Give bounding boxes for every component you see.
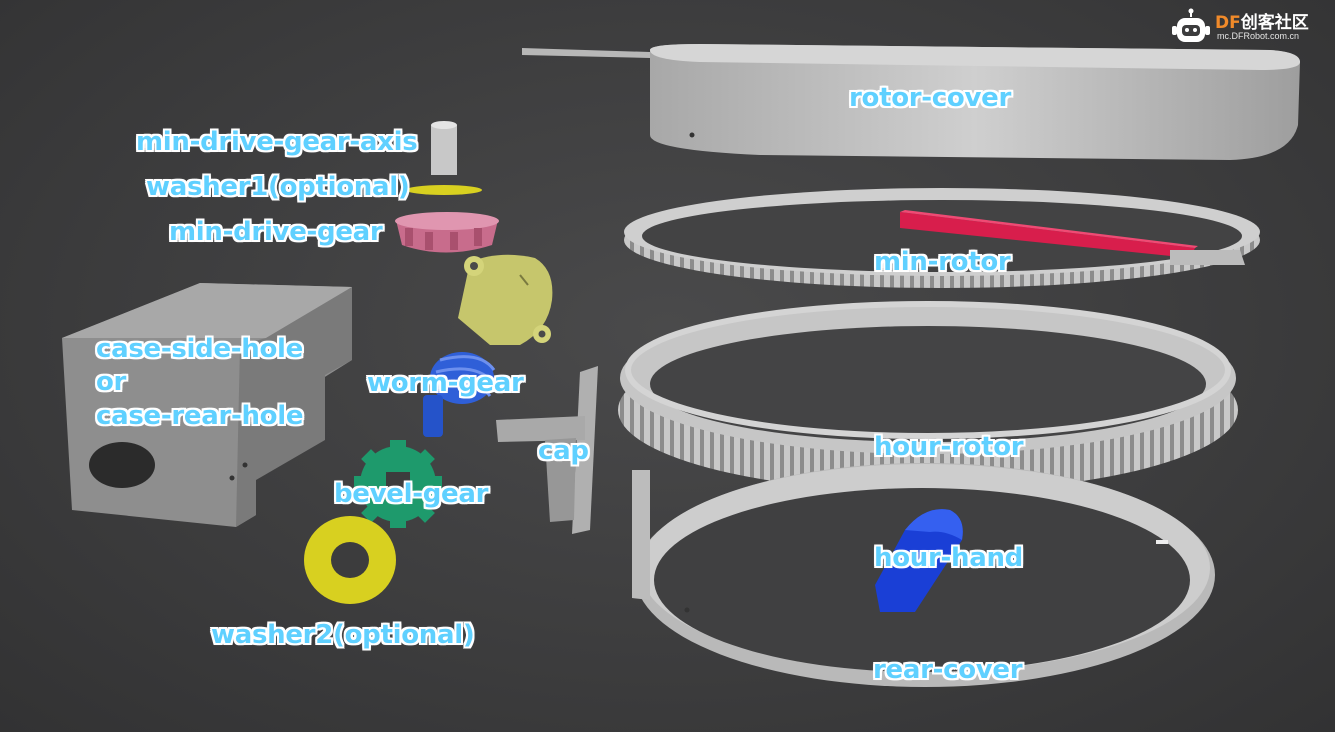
dfrobot-watermark: DF创客社区 mc.DFRobot.com.cn [1171,6,1321,50]
label-worm-gear: worm-gear [367,368,524,398]
rotor-cover-part [522,44,1300,160]
robot-logo-icon [1172,8,1210,42]
label-bevel-gear: bevel-gear [334,479,489,509]
label-rear-cover: rear-cover [873,655,1023,685]
washer1-part [406,185,482,195]
label-washer2: washer2(optional) [211,620,475,650]
washer2-part [304,516,396,604]
hour-rotor-part [618,301,1238,492]
label-case: case-side-hole or case-rear-hole [96,333,304,433]
label-cap: cap [538,436,589,466]
case-part [62,283,352,527]
label-hour-rotor: hour-rotor [874,432,1024,462]
label-min-drive-gear-axis: min-drive-gear-axis [136,127,418,157]
bevel-gear-part [354,440,442,528]
label-case-side-hole: case-side-hole [96,334,303,364]
min-drive-gear-axis-part [431,121,457,175]
label-rotor-cover: rotor-cover [849,83,1011,113]
label-hour-hand: hour-hand [874,543,1023,573]
worm-gear-part [423,352,496,437]
min-drive-gear-part [395,212,499,253]
label-washer1: washer1(optional) [146,172,410,202]
hour-hand-part [875,509,963,612]
motor-part [458,254,553,345]
watermark-brand: DF创客社区 [1215,13,1309,33]
label-case-rear-hole: case-rear-hole [96,400,304,431]
label-or: or [96,367,127,398]
min-rotor-part [624,188,1260,288]
label-min-drive-gear: min-drive-gear [169,217,383,247]
watermark-url: mc.DFRobot.com.cn [1217,31,1300,41]
label-min-rotor: min-rotor [874,247,1011,277]
cap-part [496,366,598,534]
